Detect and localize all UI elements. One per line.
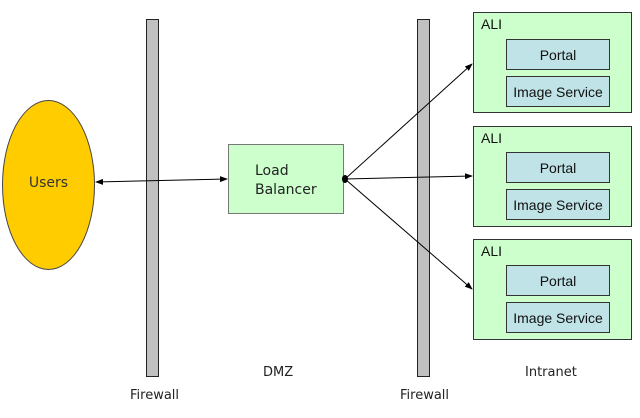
lb-ali1-connector (344, 63, 473, 180)
lb-ali2-connector (344, 173, 473, 180)
portal-service: Portal (506, 39, 610, 70)
load-balancer-node: Load Balancer (228, 144, 344, 214)
portal-service: Portal (506, 265, 610, 296)
ali-node-2: ALI Portal Image Service (473, 126, 632, 227)
portal-service: Portal (506, 152, 610, 183)
ali-node-1: ALI Portal Image Service (473, 12, 632, 113)
dmz-label: DMZ (263, 365, 294, 380)
image-service: Image Service (506, 76, 610, 107)
load-balancer-label-line2: Balancer (255, 182, 317, 198)
ali-title: ALI (481, 16, 503, 32)
firewall-left-label: Firewall (130, 388, 180, 403)
users-lb-connector (95, 176, 228, 185)
users-node: Users (2, 100, 95, 270)
firewall-left (146, 19, 159, 377)
users-label: Users (28, 175, 69, 191)
image-service: Image Service (506, 189, 610, 220)
load-balancer-label-line1: Load (255, 163, 289, 179)
image-service: Image Service (506, 302, 610, 333)
ali-node-3: ALI Portal Image Service (473, 239, 632, 340)
intranet-label: Intranet (525, 365, 577, 380)
firewall-right-label: Firewall (400, 388, 450, 403)
ali-title: ALI (481, 130, 503, 146)
ali-title: ALI (481, 243, 503, 259)
firewall-right (417, 19, 430, 377)
lb-ali3-connector (344, 178, 473, 290)
